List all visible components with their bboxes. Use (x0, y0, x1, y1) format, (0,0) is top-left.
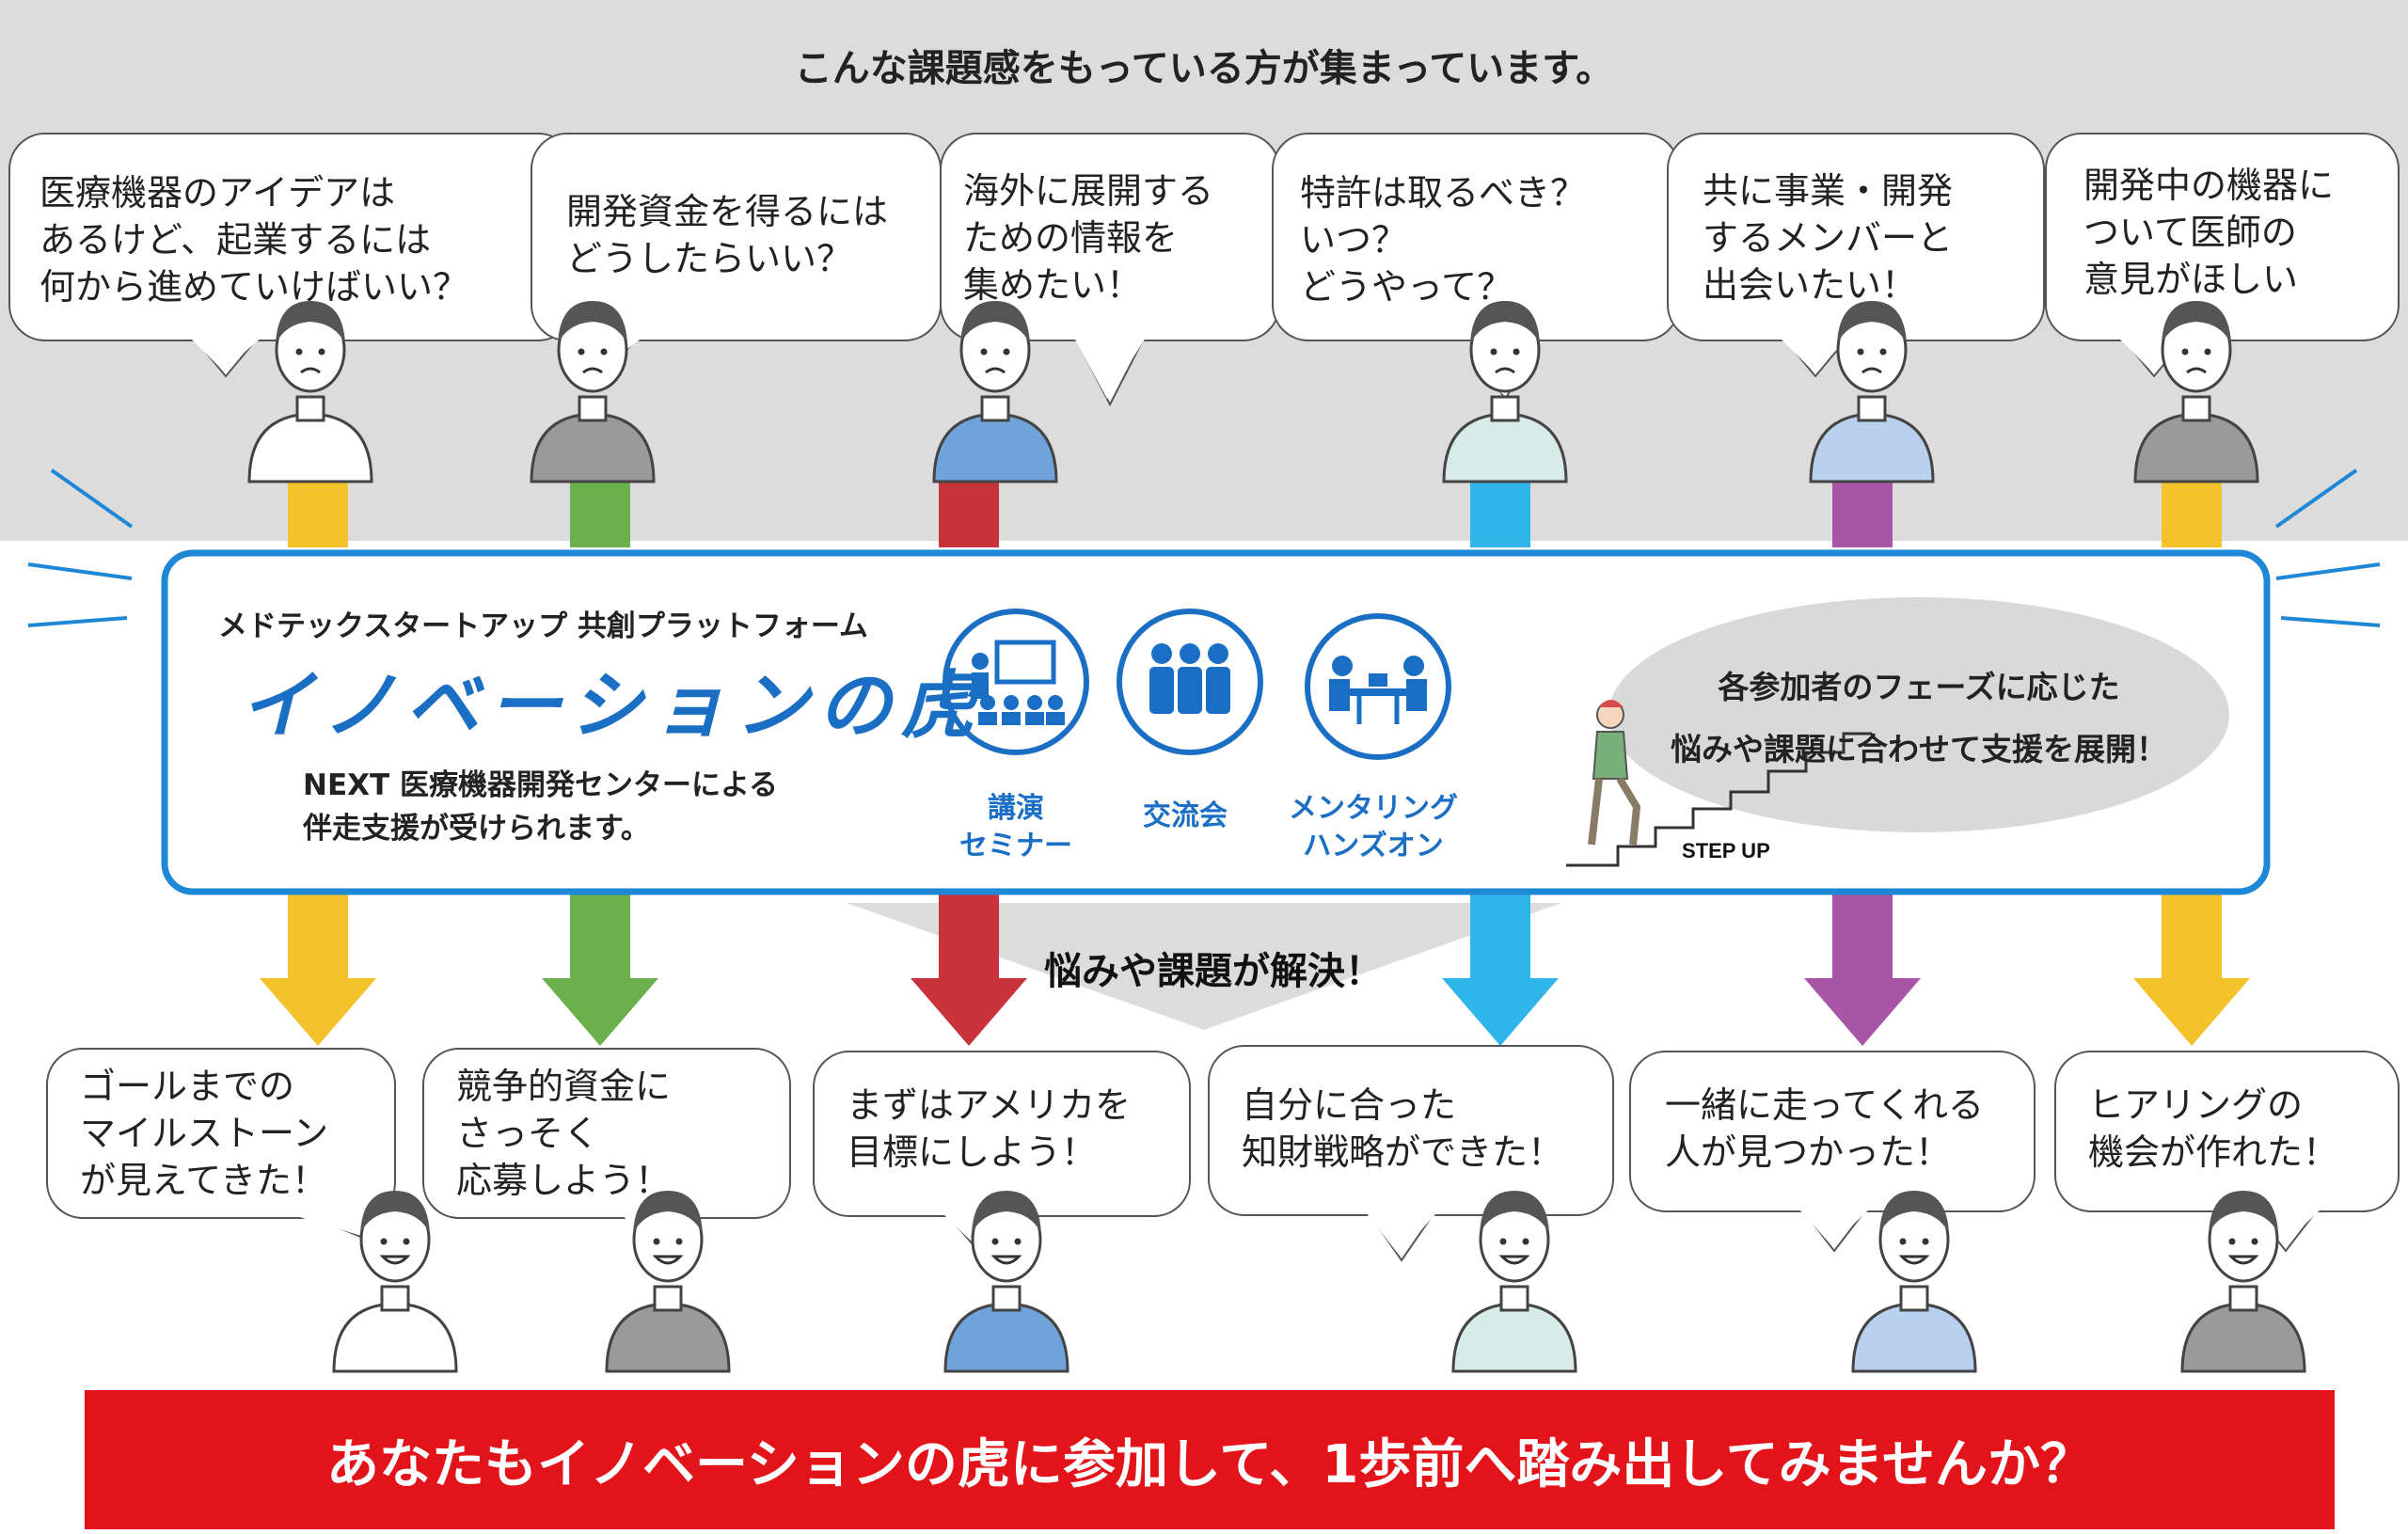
result-arrow (542, 894, 658, 1046)
result-text: 自分に合った 知財戦略ができた！ (1242, 1084, 1564, 1173)
concern-bubble (2045, 133, 2400, 378)
worried-person-icon (247, 301, 373, 483)
result-bubble (1208, 1045, 1614, 1262)
concern-bubble (1667, 133, 2045, 378)
result-arrow (1804, 894, 1921, 1046)
result-arrow (911, 894, 1027, 1046)
networking-icon (1117, 609, 1263, 755)
result-text: 競争的資金に さっそく 応募しよう！ (456, 1066, 672, 1201)
worried-person-icon (1809, 301, 1935, 483)
happy-person-icon (1451, 1191, 1577, 1373)
result-bubble (1629, 1051, 2036, 1253)
funnel-background (847, 903, 1561, 1030)
concern-text: 特許は取るべき？ いつ？ どうやって？ (1300, 172, 1587, 308)
mentoring-icon (1305, 613, 1451, 760)
lecture-icon (943, 609, 1089, 755)
result-text: 一緒に走ってくれる 人が見つかった！ (1665, 1084, 1984, 1173)
cta-banner-text: あなたもイノベーションの虎に参加して、1歩前へ踏み出してみませんか？ (325, 1433, 2093, 1495)
platform-subtitle: メドテックスタートアップ 共創プラットフォーム (218, 609, 868, 643)
concern-text: 共に事業・開発 するメンバーと 出会いたい！ (1703, 170, 1954, 306)
worried-person-icon (2133, 301, 2259, 483)
result-text: ヒアリングの 機会が作れた！ (2088, 1084, 2339, 1173)
happy-person-icon (2180, 1191, 2306, 1373)
phase-text: 各参加者のフェーズに応じた 悩みや課題に合わせて支援を展開！ (1671, 669, 2167, 767)
resolve-text: 悩みや課題が解決！ (1044, 950, 1383, 993)
result-text: ゴールまでの マイルストーン が見えてきた！ (80, 1066, 329, 1201)
worried-person-icon (932, 301, 1058, 483)
happy-person-icon (943, 1191, 1069, 1373)
walking-person-icon (1588, 700, 1641, 846)
cta-banner[interactable]: あなたもイノベーションの虎に参加して、1歩前へ踏み出してみませんか？ (85, 1390, 2335, 1529)
step-up-label: STEP UP (1682, 839, 1770, 862)
happy-person-icon (605, 1191, 731, 1373)
result-arrow (2133, 894, 2250, 1046)
platform-title: イノベーションの虎 (240, 664, 984, 749)
service-label-lecture: 講演 セミナー (959, 792, 1072, 862)
phase-ellipse (1608, 597, 2229, 832)
happy-person-icon (332, 1191, 458, 1373)
service-label-mentoring: メンタリング ハンズオン (1289, 792, 1458, 862)
service-label-networking: 交流会 (1143, 799, 1228, 832)
concern-text: 海外に展開する ための情報を 集めたい！ (963, 170, 1214, 306)
result-arrow (260, 894, 376, 1046)
stairs-icon (1566, 732, 1872, 867)
worried-person-icon (530, 301, 656, 483)
worried-person-icon (1442, 301, 1568, 483)
emphasis-lines-left (27, 468, 134, 627)
happy-person-icon (1851, 1191, 1977, 1373)
result-arrow (1442, 894, 1559, 1046)
result-text: まずはアメリカを 目標にしよう！ (847, 1084, 1132, 1173)
concern-text: 医療機器のアイデアは あるけど、起業するには 何から進めていけばいい？ (40, 172, 469, 308)
concern-text: 開発中の機器に ついて医師の 意見がほしい (2083, 165, 2335, 300)
platform-description: NEXT 医療機器開発センターによる 伴走支援が受けられます。 (303, 768, 779, 846)
emphasis-lines-right (2274, 468, 2381, 627)
page-header: こんな課題感をもっている方が集まっています。 (794, 47, 1614, 90)
concern-text: 開発資金を得るには どうしたらいい？ (566, 191, 889, 279)
